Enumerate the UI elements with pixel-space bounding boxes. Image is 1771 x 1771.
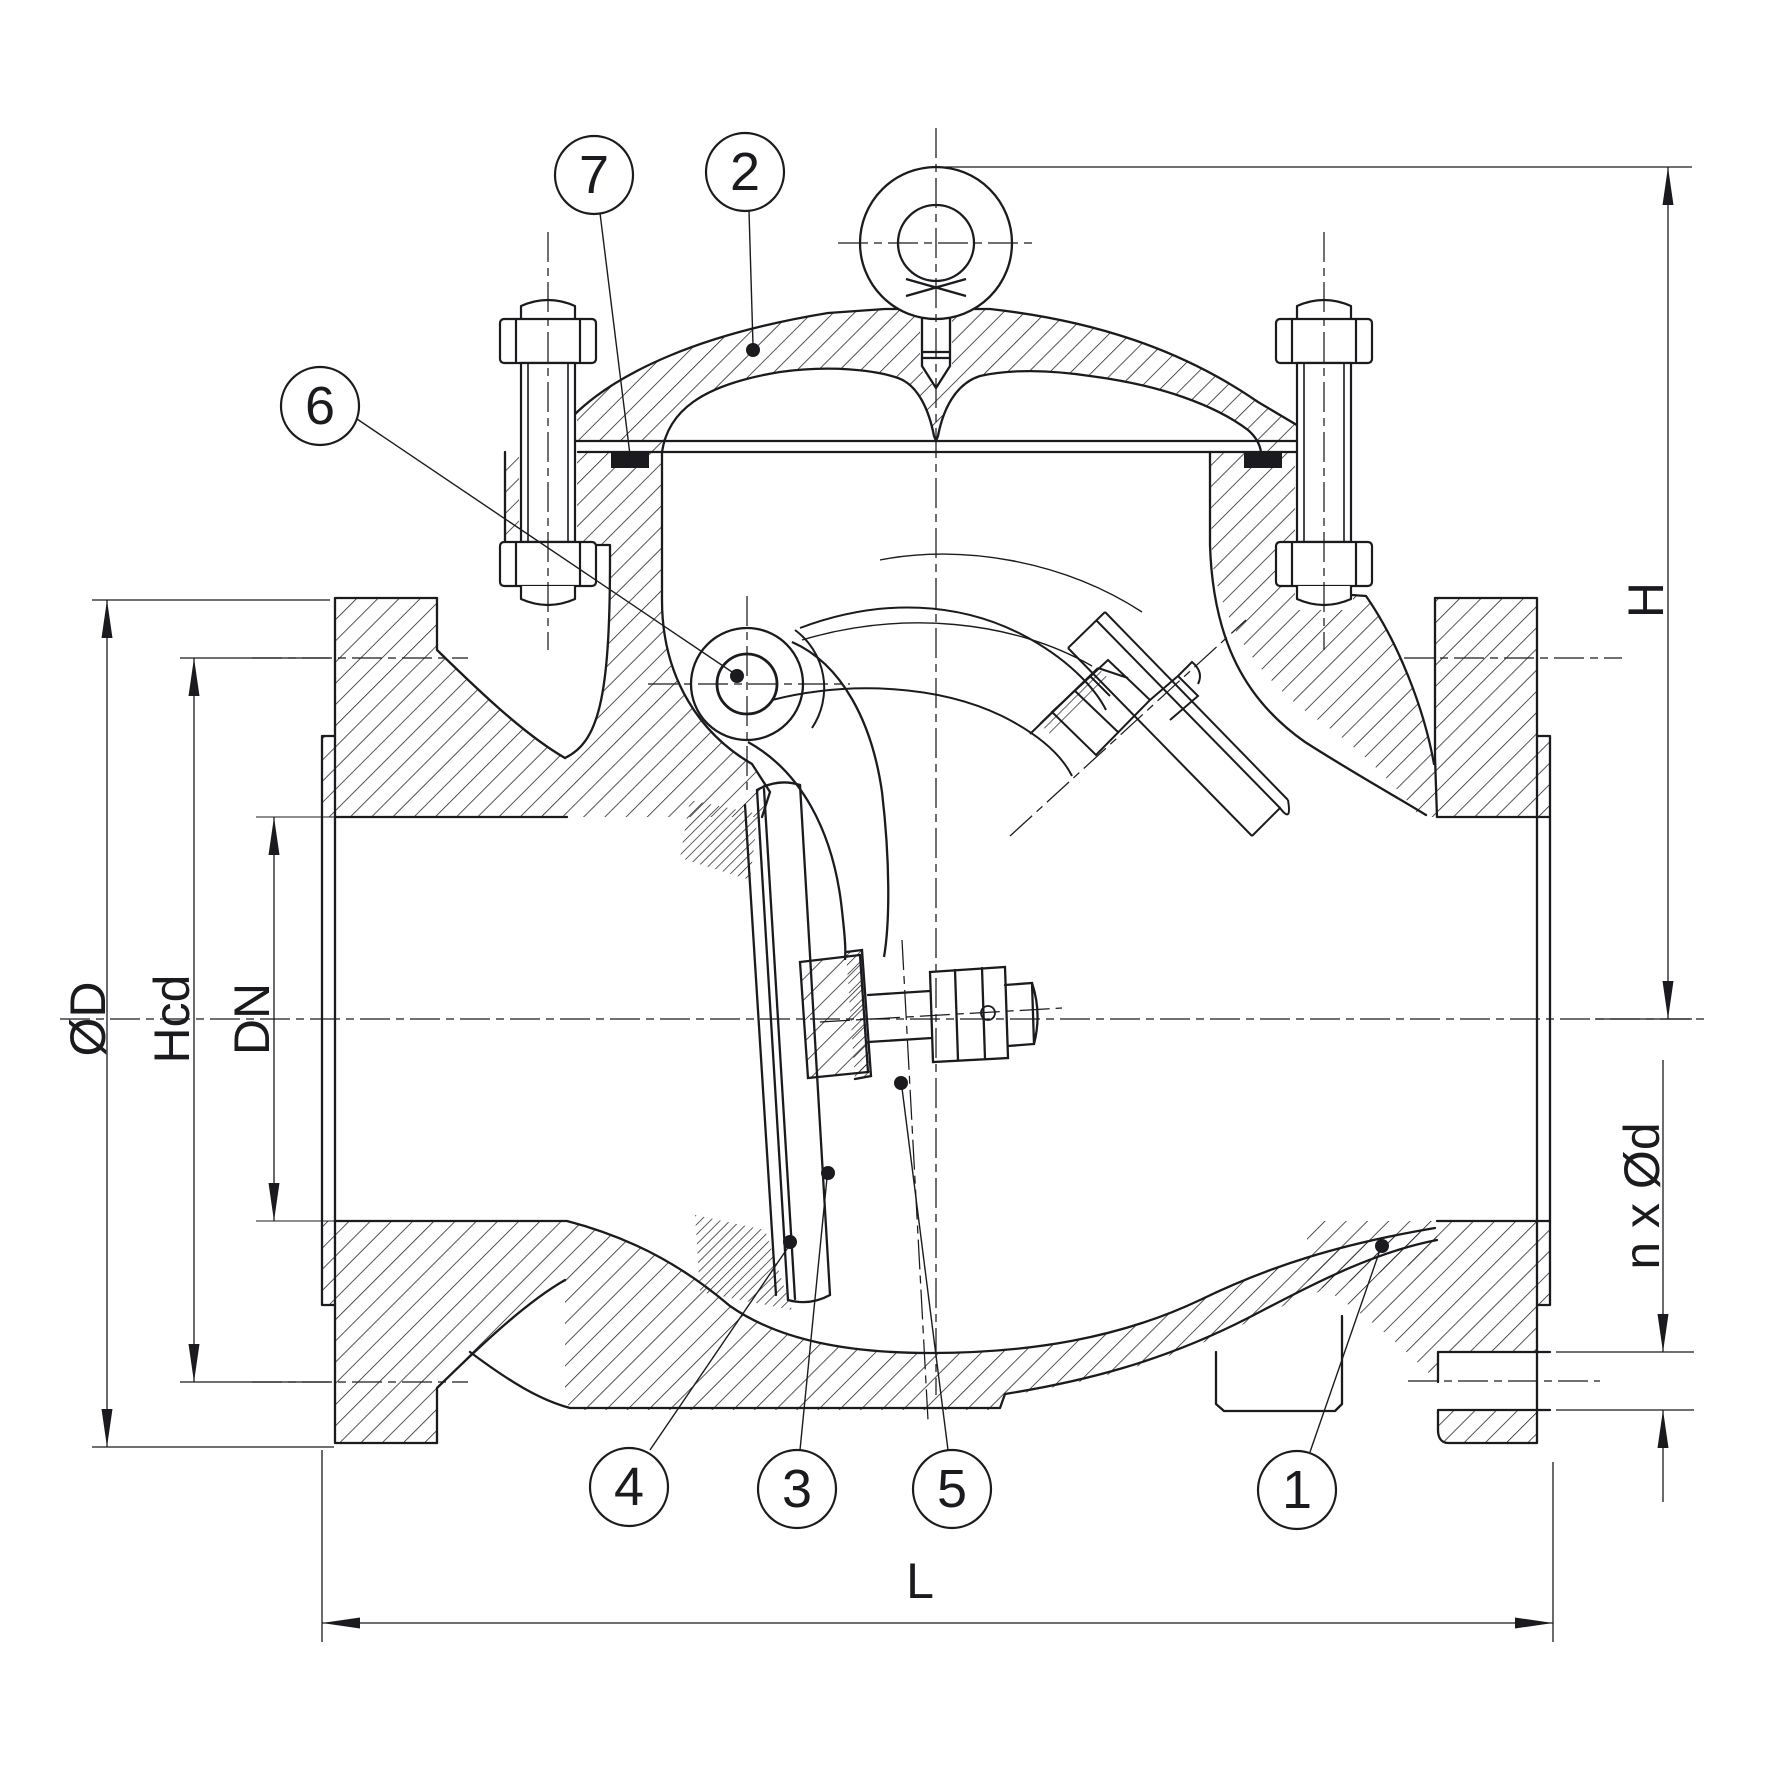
seat-face-line — [743, 803, 778, 1297]
right-flange-inner-face — [1433, 596, 1439, 819]
neck-left-inner — [660, 450, 772, 819]
dim-L-ext — [321, 1450, 1554, 1642]
callout-dots — [623, 343, 1389, 1253]
disc-closed — [743, 781, 1039, 1304]
balloon-1 — [1256, 1449, 1338, 1531]
arm-open-top — [799, 606, 1107, 711]
callout-4-number: 4 — [614, 1457, 644, 1517]
cover-outer-profile — [572, 307, 1314, 443]
left-flange-lower-section — [322, 1221, 565, 1443]
body-bottom-section — [565, 1221, 1437, 1410]
disc-nut — [928, 965, 1010, 1064]
dim-label-Hcd: Hcd — [144, 975, 200, 1064]
disc-hub-outline — [798, 948, 873, 1081]
dim-H-ext — [945, 166, 1692, 1020]
open-disc-edges — [1067, 611, 1290, 837]
right-flange-bolt-hole — [1436, 1350, 1552, 1432]
callout-7-number: 7 — [579, 145, 609, 205]
right-flange-upper-section — [1435, 598, 1550, 817]
disc-front-face-2 — [762, 787, 797, 1301]
seat-ring-upper-section — [680, 800, 758, 880]
callout-balloons — [279, 131, 1338, 1531]
arm-open-bottom — [771, 687, 1073, 777]
disc-locknut — [1003, 981, 1039, 1048]
neck-left-outer — [503, 450, 612, 760]
balloon-2 — [704, 131, 786, 213]
dim-OD-ext — [92, 599, 334, 1448]
right-flange-outline — [1433, 596, 1552, 1445]
disc-washer-section — [846, 950, 871, 1079]
cover-inner-profile — [660, 367, 1263, 454]
left-flange-hub-top — [435, 596, 567, 760]
dim-label-H: H — [1618, 582, 1674, 618]
disc-stud — [866, 989, 934, 1044]
gasket-right — [1244, 452, 1282, 468]
dimensions — [92, 166, 1694, 1642]
centerlines — [60, 128, 1705, 1421]
open-disc-washer-section — [1040, 668, 1110, 736]
balloon-5 — [911, 1448, 993, 1530]
body-bottom-inner — [565, 1219, 1437, 1355]
open-disc-locknut — [1149, 660, 1201, 721]
callout-numbers: 7 2 6 4 3 5 1 — [305, 142, 1312, 1520]
dimension-labels: ØD Hcd DN H n x Ød L — [60, 582, 1674, 1609]
callout-6-number: 6 — [305, 376, 335, 436]
disc-open — [771, 553, 1290, 837]
left-flange-outline — [320, 596, 439, 1445]
disc-front-face — [755, 788, 790, 1302]
callout-leaders — [356, 210, 1381, 1453]
balloon-3 — [756, 1448, 838, 1530]
drain-boss — [1214, 1314, 1344, 1413]
hatched-sections — [322, 309, 1550, 1443]
swing-arm-closed — [747, 640, 890, 961]
neck-right-inner — [1208, 450, 1428, 817]
balloon-4 — [588, 1446, 670, 1528]
disc-back-face — [798, 783, 832, 1297]
dim-label-nxOd: n x Ød — [1614, 1122, 1670, 1269]
dim-label-OD: ØD — [60, 982, 116, 1057]
balloon-7 — [553, 134, 635, 216]
dim-nxOd-ext — [1556, 1351, 1694, 1411]
swing-arc-2 — [801, 622, 1093, 667]
dim-Hcd-ext — [180, 657, 330, 1383]
body-bottom-outer — [468, 1238, 1439, 1410]
callout-3-number: 3 — [782, 1459, 812, 1519]
left-flange-upper-section — [322, 598, 565, 817]
contours — [320, 307, 1552, 1445]
disc-stud-axis — [819, 1007, 1063, 1023]
swing-arc-1 — [879, 553, 1143, 613]
seat-ring-lower-section — [695, 1215, 792, 1310]
right-flange-foot-section — [1438, 1410, 1537, 1443]
open-disc-axis — [1009, 619, 1247, 837]
dim-DN-ext — [256, 816, 430, 1222]
dim-label-DN: DN — [224, 983, 280, 1055]
open-disc-front — [1104, 611, 1289, 801]
disc-axis — [901, 939, 929, 1421]
cover-section — [574, 309, 1312, 452]
balloon-6 — [279, 365, 361, 447]
callout-5-number: 5 — [937, 1459, 967, 1519]
dimension-arrows — [101, 167, 1674, 1629]
open-disc-back — [1067, 647, 1253, 837]
disc-bottom-edge — [786, 1293, 832, 1304]
open-disc-front-2 — [1095, 619, 1281, 809]
callout-1-number: 1 — [1282, 1460, 1312, 1520]
dim-label-L: L — [906, 1553, 934, 1609]
callout-2-number: 2 — [730, 142, 760, 202]
